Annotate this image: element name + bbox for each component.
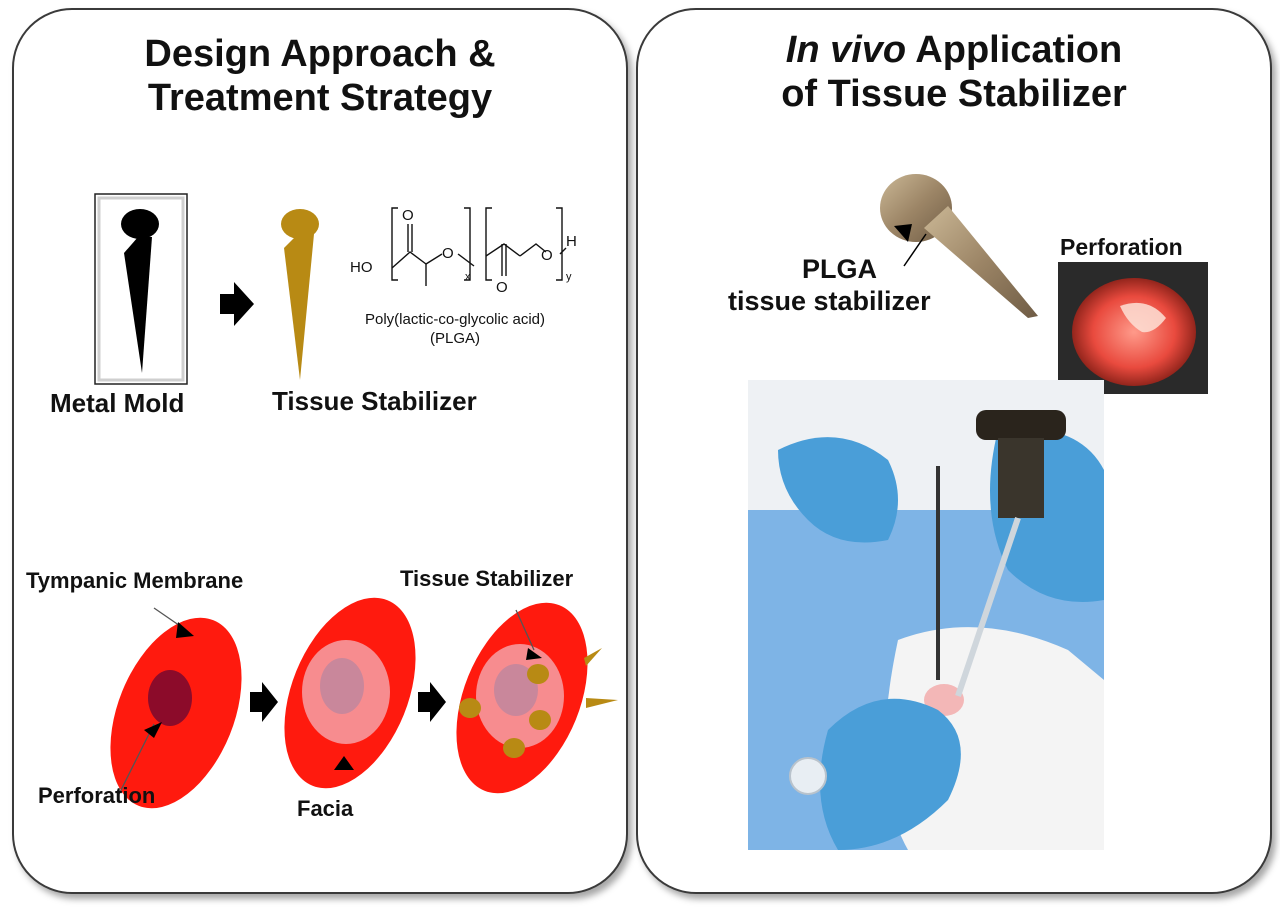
perforation-inset-label: Perforation [1060,234,1183,260]
process-arrow [250,682,278,722]
speculum [955,517,1021,697]
perforation-hole [148,670,192,726]
tympanic-membrane-stage2 [284,597,416,789]
plga-tissue-stabilizer-label: tissue stabilizer [728,286,931,316]
chem-o1: O [442,245,454,262]
chem-h: H [566,233,577,250]
chem-name: Poly(lactic-co-glycolic acid) (PLGA) [364,311,546,347]
plga-structure [391,207,567,286]
plga-stabilizer-photo [880,174,1038,318]
design-approach-panel: Design Approach & Treatment Strategy Met… [12,8,628,894]
otoscope-eyepiece [976,410,1066,440]
chem-sub-y: y [566,271,572,283]
glove-left [778,437,898,543]
metal-mold-label: Metal Mold [50,388,185,418]
tympanic-membrane-stage3 [456,602,618,794]
tissue-stabilizer-label: Tissue Stabilizer [272,386,477,416]
chem-o-bottom: O [496,279,508,296]
tissue-stabilizer-shape [281,209,319,380]
perforation-inset-photo [1058,262,1208,394]
glove-bottom [820,698,961,850]
chem-sub-x: x [465,271,471,283]
metal-mold-diagram [94,193,188,385]
process-arrow [418,682,446,722]
pointer-line [903,233,927,267]
process-arrow [220,282,254,326]
right-panel-title: In vivo Application of Tissue Stabilizer [781,29,1127,115]
mold-spike [124,237,152,373]
left-panel-title: Design Approach & Treatment Strategy [144,33,496,119]
mold-head [121,209,159,239]
stabilizer-label-bottom: Tissue Stabilizer [400,566,574,591]
chem-ho: HO [350,259,373,276]
chem-o2: O [541,247,553,264]
plga-label: PLGA [802,254,878,284]
surgery-photo [748,380,1104,850]
tympanic-membrane-stage1 [110,607,242,809]
in-vivo-panel: In vivo Application of Tissue Stabilizer… [636,8,1272,894]
perforation-label: Perforation [38,783,156,808]
facia-label: Facia [297,796,354,821]
chem-o-top: O [402,207,414,224]
tympanic-membrane-label: Tympanic Membrane [26,568,244,593]
